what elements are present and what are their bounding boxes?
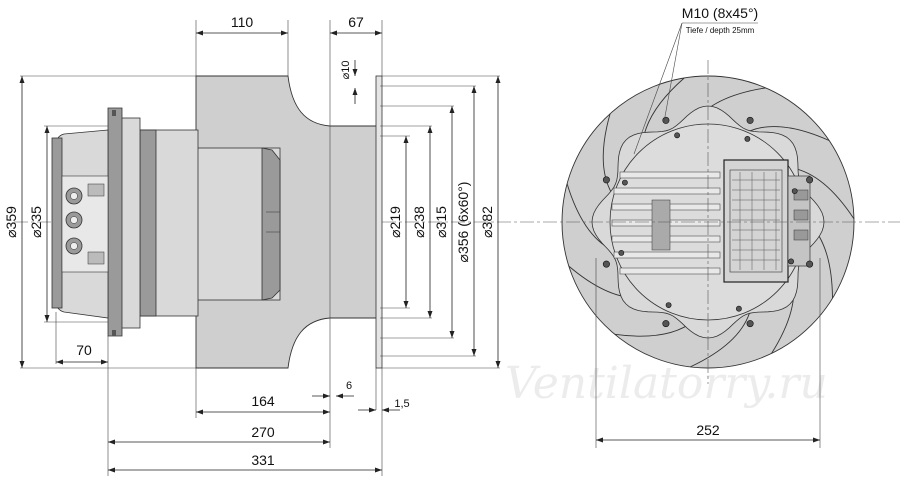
mounting-bolts xyxy=(602,116,814,328)
bolt-icon xyxy=(791,188,798,194)
bolt-icon xyxy=(788,258,794,265)
dim-6: 6 xyxy=(346,380,352,392)
bolt-icon xyxy=(806,260,814,268)
bolt-icon xyxy=(806,176,814,184)
dim-252: 252 xyxy=(696,422,720,438)
dim-dia-356: ⌀356 (6x60°) xyxy=(455,182,471,263)
dim-67: 67 xyxy=(348,14,364,30)
blade-line xyxy=(749,126,830,141)
bolt-icon xyxy=(746,116,754,124)
dim-dia-219: ⌀219 xyxy=(387,206,403,238)
blade-line xyxy=(690,312,750,368)
front-view: M10 (8x45°) Tiefe / depth 25mm 252 xyxy=(520,5,900,448)
bolt-icon xyxy=(746,320,754,328)
connector-block xyxy=(787,175,811,267)
bolt-icon xyxy=(674,132,680,139)
electronics-box xyxy=(723,159,789,283)
dim-331: 331 xyxy=(251,452,275,468)
dim-dia-359: ⌀359 xyxy=(3,206,19,238)
side-view: 110 67 ⌀10 ⌀359 ⌀235 ⌀219 ⌀238 ⌀315 ⌀356… xyxy=(3,14,520,476)
bolt-icon xyxy=(744,135,751,142)
dim-164: 164 xyxy=(251,393,275,409)
blade-line xyxy=(602,113,613,195)
bolt-icon xyxy=(662,320,670,328)
dim-270: 270 xyxy=(251,424,275,440)
dim-dia-238: ⌀238 xyxy=(411,206,427,238)
bolt-icon xyxy=(618,249,625,256)
cooling-fins xyxy=(611,171,721,275)
thread-label: M10 (8x45°) xyxy=(682,5,758,21)
blade-line xyxy=(792,167,855,220)
dim-hole-10: ⌀10 xyxy=(340,61,352,80)
dim-dia-235: ⌀235 xyxy=(28,206,44,238)
dim-dia-315: ⌀315 xyxy=(433,206,449,238)
bolt-icon xyxy=(602,176,610,184)
inlet-flange xyxy=(375,75,383,369)
dim-110: 110 xyxy=(231,14,254,30)
dim-dia-382: ⌀382 xyxy=(479,206,495,238)
bolt-icon xyxy=(602,260,610,268)
bolt-icon xyxy=(662,116,670,124)
bolt-icon xyxy=(622,179,628,186)
dim-70: 70 xyxy=(76,342,92,358)
watermark: Ventilatorry.ru xyxy=(505,358,828,409)
bolt-icon xyxy=(665,302,672,308)
depth-label: Tiefe / depth 25mm xyxy=(686,26,755,35)
bolt-icon xyxy=(736,305,742,312)
dim-1-5: 1,5 xyxy=(394,398,409,410)
